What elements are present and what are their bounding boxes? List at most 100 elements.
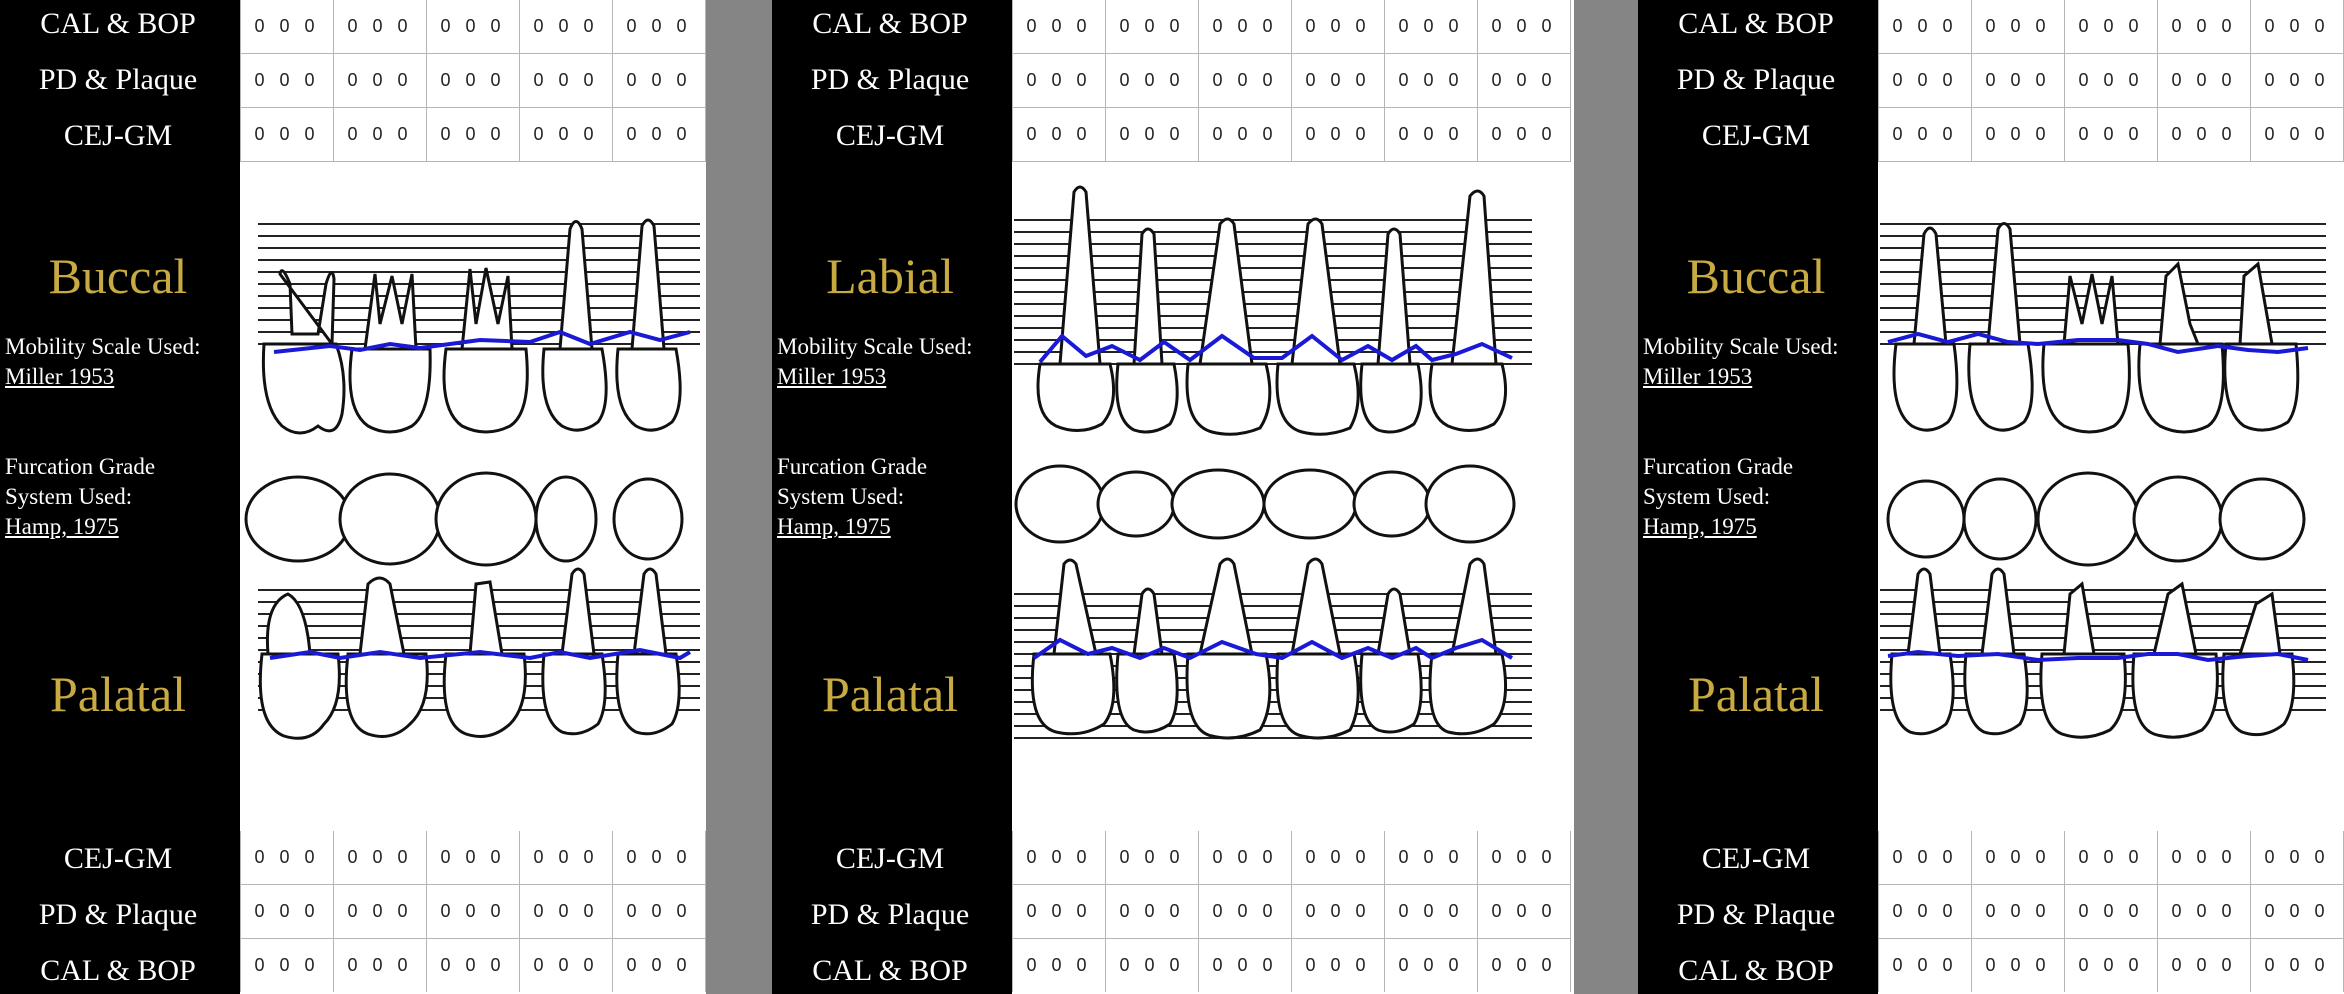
cell[interactable]: 0 0 0 — [1291, 107, 1385, 162]
mobility-scale-link[interactable]: Miller 1953 — [1643, 364, 1753, 389]
cell[interactable]: 0 0 0 — [1477, 53, 1571, 108]
cell[interactable]: 0 0 0 — [240, 107, 334, 162]
cell[interactable]: 0 0 0 — [1971, 53, 2065, 108]
cell[interactable]: 0 0 0 — [519, 0, 613, 54]
mobility-scale-link[interactable]: Miller 1953 — [777, 364, 887, 389]
cell[interactable]: 0 0 0 — [1878, 831, 1972, 885]
cell[interactable]: 0 0 0 — [240, 53, 334, 108]
cell[interactable]: 0 0 0 — [1105, 938, 1199, 992]
cell[interactable]: 0 0 0 — [519, 107, 613, 162]
cell[interactable]: 0 0 0 — [1477, 107, 1571, 162]
cell[interactable]: 0 0 0 — [1198, 831, 1292, 885]
cell[interactable]: 0 0 0 — [1384, 938, 1478, 992]
cell[interactable]: 0 0 0 — [1198, 938, 1292, 992]
cell[interactable]: 0 0 0 — [2064, 884, 2158, 939]
cell[interactable]: 0 0 0 — [612, 884, 706, 939]
cell[interactable]: 0 0 0 — [426, 53, 520, 108]
cell[interactable]: 0 0 0 — [612, 53, 706, 108]
furcation-grade-link[interactable]: Hamp, 1975 — [1643, 514, 1757, 539]
cell[interactable]: 0 0 0 — [1012, 53, 1106, 108]
cell[interactable]: 0 0 0 — [1105, 831, 1199, 885]
cell[interactable]: 0 0 0 — [1012, 0, 1106, 54]
cell[interactable]: 0 0 0 — [1878, 53, 1972, 108]
cell[interactable]: 0 0 0 — [2250, 938, 2344, 992]
cell[interactable]: 0 0 0 — [1198, 107, 1292, 162]
cell[interactable]: 0 0 0 — [1477, 0, 1571, 54]
cell[interactable]: 0 0 0 — [426, 831, 520, 885]
cell[interactable]: 0 0 0 — [2157, 938, 2251, 992]
cell[interactable]: 0 0 0 — [519, 884, 613, 939]
cell[interactable]: 0 0 0 — [1477, 884, 1571, 939]
cell[interactable]: 0 0 0 — [1971, 0, 2065, 54]
cell[interactable]: 0 0 0 — [1105, 107, 1199, 162]
cell[interactable]: 0 0 0 — [1971, 884, 2065, 939]
cell[interactable]: 0 0 0 — [1012, 107, 1106, 162]
cell[interactable]: 0 0 0 — [1384, 107, 1478, 162]
cell[interactable]: 0 0 0 — [1384, 831, 1478, 885]
cell[interactable]: 0 0 0 — [2157, 0, 2251, 54]
cell[interactable]: 0 0 0 — [2157, 884, 2251, 939]
cell[interactable]: 0 0 0 — [612, 107, 706, 162]
cell[interactable]: 0 0 0 — [333, 107, 427, 162]
cell[interactable]: 0 0 0 — [1291, 0, 1385, 54]
cell[interactable]: 0 0 0 — [426, 884, 520, 939]
cell[interactable]: 0 0 0 — [1878, 0, 1972, 54]
cell[interactable]: 0 0 0 — [519, 831, 613, 885]
cell[interactable]: 0 0 0 — [1384, 53, 1478, 108]
cell[interactable]: 0 0 0 — [1012, 831, 1106, 885]
furcation-grade-link[interactable]: Hamp, 1975 — [5, 514, 119, 539]
cell[interactable]: 0 0 0 — [1291, 884, 1385, 939]
cell[interactable]: 0 0 0 — [2064, 53, 2158, 108]
cell[interactable]: 0 0 0 — [1105, 0, 1199, 54]
cell[interactable]: 0 0 0 — [1878, 107, 1972, 162]
cell[interactable]: 0 0 0 — [1384, 884, 1478, 939]
cell[interactable]: 0 0 0 — [333, 884, 427, 939]
cell[interactable]: 0 0 0 — [2064, 0, 2158, 54]
cell[interactable]: 0 0 0 — [1291, 53, 1385, 108]
cell[interactable]: 0 0 0 — [2250, 884, 2344, 939]
cell[interactable]: 0 0 0 — [240, 831, 334, 885]
cell[interactable]: 0 0 0 — [612, 831, 706, 885]
cell[interactable]: 0 0 0 — [1291, 831, 1385, 885]
cell[interactable]: 0 0 0 — [1971, 831, 2065, 885]
cell[interactable]: 0 0 0 — [1971, 938, 2065, 992]
cell[interactable]: 0 0 0 — [1477, 938, 1571, 992]
cell[interactable]: 0 0 0 — [2157, 53, 2251, 108]
cell[interactable]: 0 0 0 — [1477, 831, 1571, 885]
cell[interactable]: 0 0 0 — [1878, 884, 1972, 939]
cell[interactable]: 0 0 0 — [2250, 53, 2344, 108]
cell[interactable]: 0 0 0 — [2157, 107, 2251, 162]
cell[interactable]: 0 0 0 — [1105, 53, 1199, 108]
cell[interactable]: 0 0 0 — [1878, 938, 1972, 992]
cell[interactable]: 0 0 0 — [612, 0, 706, 54]
cell[interactable]: 0 0 0 — [2250, 0, 2344, 54]
cell[interactable]: 0 0 0 — [1198, 53, 1292, 108]
cell[interactable]: 0 0 0 — [1198, 0, 1292, 54]
cell[interactable]: 0 0 0 — [2064, 938, 2158, 992]
cell[interactable]: 0 0 0 — [333, 0, 427, 54]
cell[interactable]: 0 0 0 — [2250, 107, 2344, 162]
cell[interactable]: 0 0 0 — [426, 0, 520, 54]
cell[interactable]: 0 0 0 — [333, 53, 427, 108]
cell[interactable]: 0 0 0 — [333, 938, 427, 992]
cell[interactable]: 0 0 0 — [1012, 884, 1106, 939]
cell[interactable]: 0 0 0 — [2064, 831, 2158, 885]
cell[interactable]: 0 0 0 — [240, 938, 334, 992]
cell[interactable]: 0 0 0 — [1971, 107, 2065, 162]
cell[interactable]: 0 0 0 — [1384, 0, 1478, 54]
cell[interactable]: 0 0 0 — [2250, 831, 2344, 885]
cell[interactable]: 0 0 0 — [1198, 884, 1292, 939]
cell[interactable]: 0 0 0 — [240, 0, 334, 54]
cell[interactable]: 0 0 0 — [2064, 107, 2158, 162]
cell[interactable]: 0 0 0 — [426, 107, 520, 162]
cell[interactable]: 0 0 0 — [426, 938, 520, 992]
cell[interactable]: 0 0 0 — [240, 884, 334, 939]
cell[interactable]: 0 0 0 — [1291, 938, 1385, 992]
mobility-scale-link[interactable]: Miller 1953 — [5, 364, 115, 389]
cell[interactable]: 0 0 0 — [612, 938, 706, 992]
cell[interactable]: 0 0 0 — [333, 831, 427, 885]
cell[interactable]: 0 0 0 — [519, 938, 613, 992]
cell[interactable]: 0 0 0 — [1105, 884, 1199, 939]
cell[interactable]: 0 0 0 — [2157, 831, 2251, 885]
furcation-grade-link[interactable]: Hamp, 1975 — [777, 514, 891, 539]
